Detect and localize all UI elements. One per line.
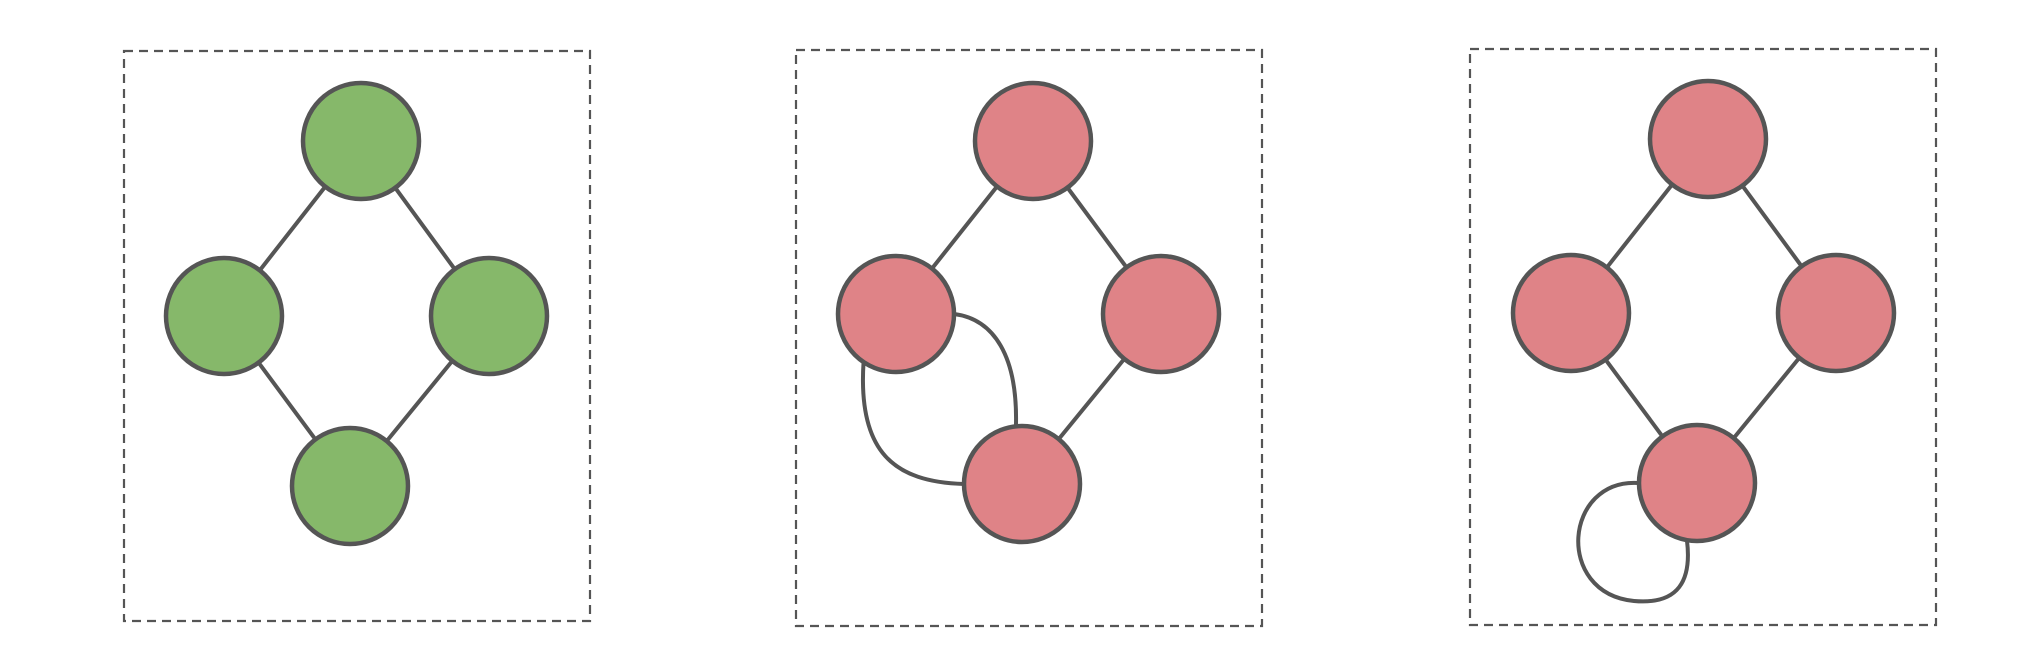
edge-top-left <box>930 184 999 271</box>
edge-top-right <box>393 185 457 272</box>
node-top <box>972 80 1094 202</box>
edge-top-right <box>1740 183 1804 269</box>
edge-left-bottom <box>860 360 966 486</box>
node-bottom <box>1636 422 1758 544</box>
multi-edge-graph-panel <box>794 48 1264 628</box>
node-left <box>163 255 285 377</box>
node-bottom <box>289 425 411 547</box>
edge-top-left <box>257 184 328 273</box>
node-left <box>835 253 957 375</box>
simple-graph-panel <box>122 49 592 623</box>
panel-frame <box>1468 47 1938 627</box>
node-left <box>1510 252 1632 374</box>
panel-frame <box>794 48 1264 628</box>
node-top <box>1647 78 1769 200</box>
edge-left-bottom <box>1603 357 1665 439</box>
edge-top-right <box>1065 185 1129 270</box>
edge-bottom-bottom <box>1576 480 1690 604</box>
node-top <box>300 80 422 202</box>
node-right <box>1100 253 1222 375</box>
panel-frame <box>122 49 592 623</box>
edge-right-bottom <box>1731 355 1802 441</box>
node-bottom <box>961 423 1083 545</box>
edge-left-bottom <box>952 312 1018 429</box>
edge-top-left <box>1604 182 1675 270</box>
node-right <box>1775 252 1897 374</box>
node-right <box>428 255 550 377</box>
edge-left-bottom <box>256 360 318 442</box>
edge-right-bottom <box>384 358 455 444</box>
self-loop-graph-panel <box>1468 47 1938 627</box>
edge-right-bottom <box>1056 356 1127 442</box>
